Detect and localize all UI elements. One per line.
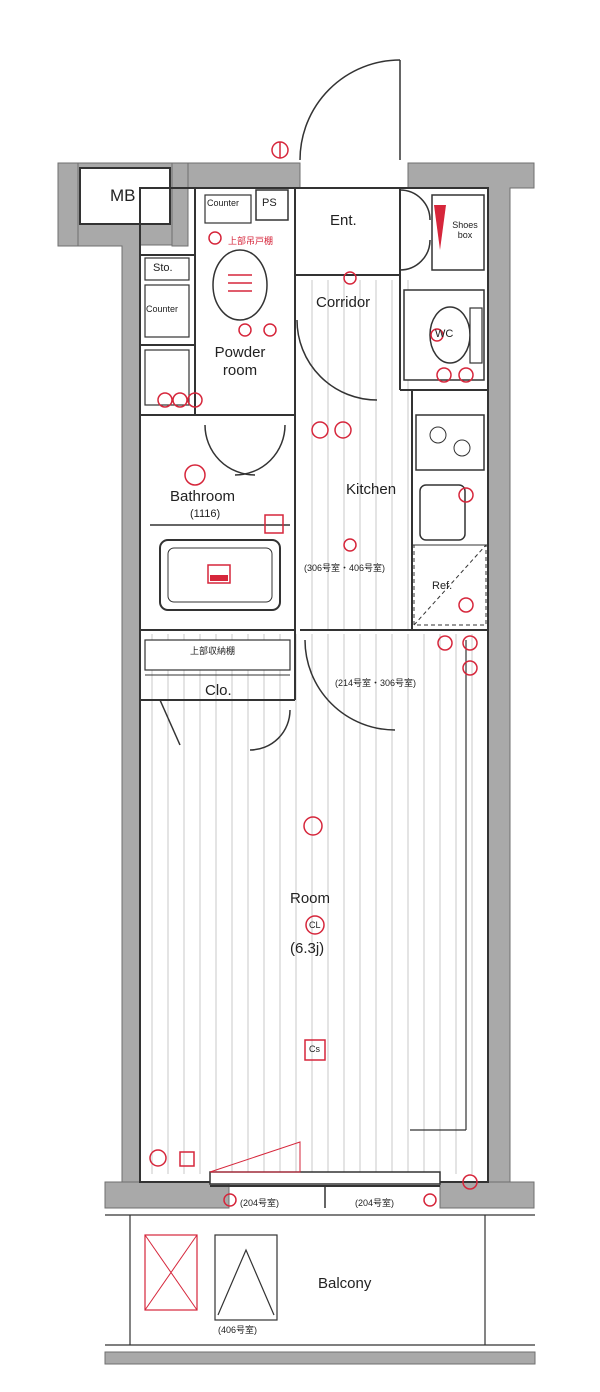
washing-machine [144,349,190,406]
label-counter-left: Counter [146,304,179,314]
light-icon [334,421,352,439]
ac-unit-x2 [144,1234,198,1311]
kitchen-sink [419,484,466,541]
light-icon [458,597,474,613]
room-floor-texture [146,634,486,1174]
burner-1 [429,426,447,444]
window-opening [209,1141,301,1173]
counter-powder [204,194,252,224]
label-room-size: (6.3j) [290,940,325,957]
label-balcony-unit: (406号室) [218,1325,258,1335]
light-icon [462,1174,478,1190]
vent-icon [264,514,284,534]
ref-diagonal [413,544,487,626]
label-window-left-unit: (204号室) [240,1198,280,1208]
label-window-right-unit: (204号室) [355,1198,395,1208]
label-counter-powder: Counter [207,198,240,208]
ac-unit-icon [144,1234,198,1311]
wc-tank [469,307,483,364]
label-shoes-box: Shoes box [452,220,478,240]
ps-box [255,189,289,221]
light-icon [184,464,206,486]
light-icon [423,1193,437,1207]
stove-icon [415,414,485,471]
balcony-ladder-icon [217,1248,275,1316]
light-icon [343,538,357,552]
light-icon [303,816,323,836]
label-cs-outlet: Cs [309,1044,320,1054]
light-icon [172,392,188,408]
label-room-units: (214号室・306号室) [335,678,417,688]
bathtub-inner [167,547,273,603]
light-icon [430,328,444,342]
label-kitchen-units: (306号室・406号室) [304,563,386,573]
label-sto: Sto. [153,262,173,274]
light-icon [157,392,173,408]
electrical-marks [149,141,478,1207]
light-icon [311,421,329,439]
light-icon [436,367,452,383]
light-icon [305,915,325,935]
light-icon [238,323,252,337]
burner-2 [453,439,471,457]
label-bathroom-size: (1116) [190,508,221,520]
label-clo-upper-shelf: 上部収納棚 [190,646,236,656]
clo-shelf [144,639,291,671]
light-icon [208,231,222,245]
label-room: Room [290,890,331,907]
light-icon [149,1149,167,1167]
light-icon [343,271,357,285]
exterior-walls [57,162,536,1365]
label-powder-upper-cabinet: 上部吊戸棚 [228,236,274,246]
shoes-box-mark-icon [434,205,446,250]
light-icon [437,635,453,651]
label-corridor: Corridor [316,294,371,311]
label-balcony: Balcony [318,1275,372,1292]
light-icon [223,1193,237,1207]
sliding-window-icon [209,1171,441,1185]
label-ent: Ent. [330,212,357,229]
light-icon [462,635,478,651]
label-clo: Clo. [205,682,232,699]
sink-drain-icon [228,274,252,292]
outlet-icon [179,1151,195,1167]
balcony-rails [105,1214,535,1346]
label-mb: MB [110,186,136,205]
label-wc: WC [435,328,454,340]
light-icon [462,660,478,676]
label-ps: PS [262,197,277,209]
light-icon [263,323,277,337]
label-bathroom: Bathroom [170,488,236,505]
label-ref: Ref. [432,580,453,592]
label-powder-room: Powder room [214,344,266,379]
mb-box [79,167,171,225]
door-swing-icon [159,59,431,751]
sink-icon [212,249,268,321]
counter-left-box [144,284,190,338]
light-icon [187,392,203,408]
label-kitchen: Kitchen [346,481,397,498]
outlet-icon [304,1039,326,1061]
balcony-hatch [214,1234,278,1321]
light-icon [458,487,474,503]
sto-box [144,257,190,281]
kitchen-floor-texture [300,280,412,630]
label-ceiling-light: CL [309,920,321,930]
light-icon [458,367,474,383]
bath-control-mark [210,575,228,581]
